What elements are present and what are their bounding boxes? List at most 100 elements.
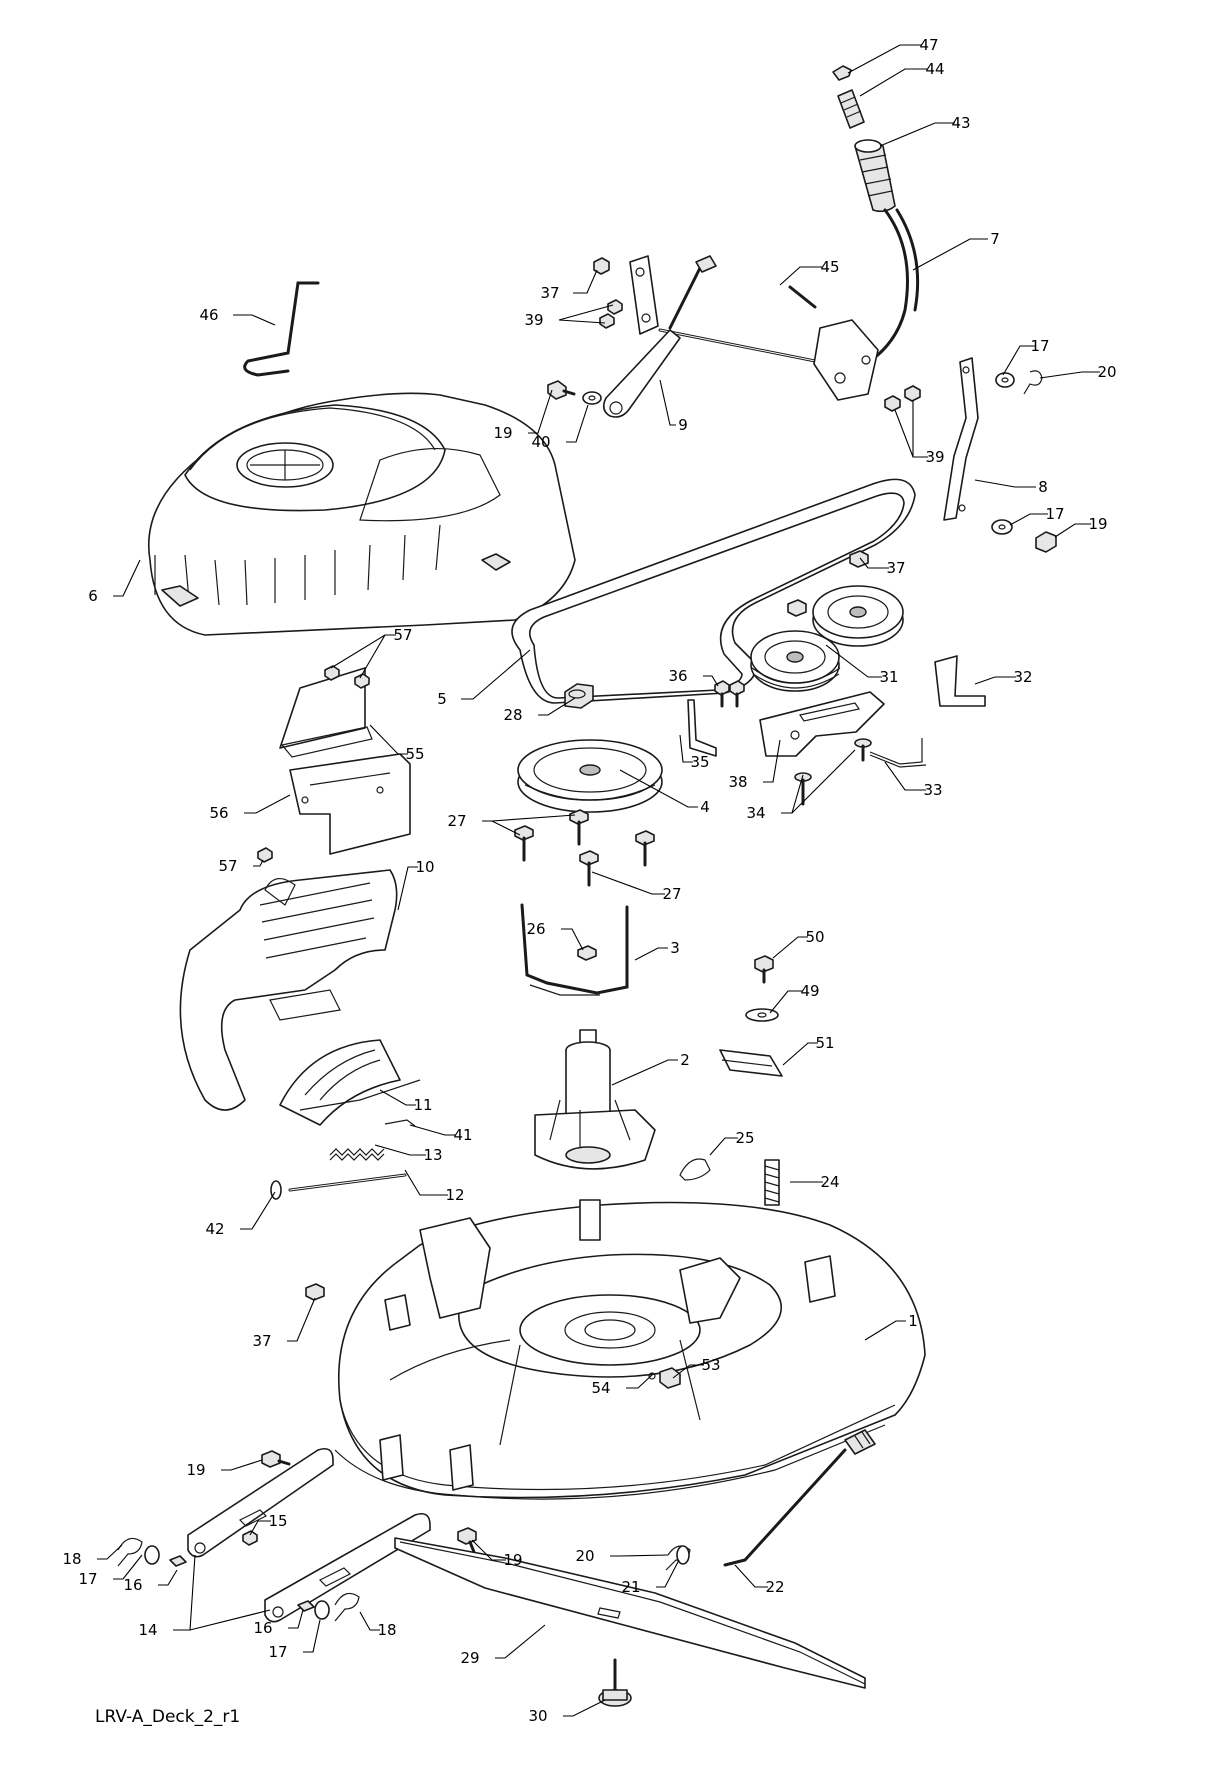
leader-line-43 (879, 122, 955, 147)
part-number-15: 15 (268, 1512, 287, 1530)
part-1-mower-deck (334, 1199, 926, 1500)
part-41-bracket (384, 1119, 416, 1127)
callout-30: 30 (528, 1699, 606, 1725)
lift-shaft-assembly (629, 255, 879, 401)
callout-47: 47 (847, 36, 939, 74)
part-39-bolts-right (884, 385, 921, 412)
part-number-22: 22 (765, 1578, 784, 1596)
part-17-washer-d (314, 1600, 330, 1620)
part-number-38: 38 (728, 773, 747, 791)
part-16-pin-b (297, 1600, 315, 1612)
part-number-12: 12 (445, 1186, 464, 1204)
leader-line-37 (287, 1297, 316, 1342)
part-15-nut (242, 1530, 258, 1546)
leader-line-9 (659, 379, 676, 426)
callout-33: 33 (884, 761, 943, 799)
callout-16: 16 (123, 1569, 178, 1594)
part-10-chute (179, 869, 398, 1111)
part-57-bolts-top (324, 665, 370, 689)
callout-29: 29 (460, 1624, 546, 1667)
part-number-19: 19 (1088, 515, 1107, 533)
leader-line-28 (538, 697, 576, 716)
callout-14: 14 (138, 1554, 271, 1639)
callout-22: 22 (734, 1564, 785, 1596)
part-57-bolt-lower (257, 847, 273, 863)
leader-line-16 (288, 1609, 304, 1629)
callout-17: 17 (78, 1554, 143, 1588)
callout-13: 13 (374, 1144, 443, 1164)
leader-line-19 (528, 389, 553, 434)
leader-line-56 (244, 794, 291, 814)
callout-57: 57 (218, 857, 264, 875)
part-number-57: 57 (218, 857, 237, 875)
callout-26: 26 (526, 920, 584, 951)
part-17-washer-b (991, 519, 1013, 535)
part-number-47: 47 (919, 36, 938, 54)
part-number-3: 3 (670, 939, 680, 957)
callout-1: 1 (864, 1312, 918, 1341)
callout-53: 53 (672, 1356, 721, 1379)
part-19-bolt-b (1035, 531, 1057, 553)
part-number-27: 27 (662, 885, 681, 903)
part-number-19: 19 (503, 1551, 522, 1569)
part-number-57: 57 (393, 626, 412, 644)
leader-line-18 (359, 1611, 380, 1631)
part-44-knob (837, 89, 865, 129)
leader-line-39 (558, 304, 614, 321)
leader-line-4 (619, 769, 698, 808)
callout-54: 54 (591, 1374, 653, 1397)
leader-line-20 (1039, 371, 1100, 379)
part-number-39: 39 (925, 448, 944, 466)
callout-21: 21 (621, 1559, 680, 1596)
part-4-pulley (517, 739, 663, 813)
drawing-id-label: LRV-A_Deck_2_r1 (95, 1707, 241, 1727)
part-30-blade-bolt (598, 1658, 632, 1707)
part-number-50: 50 (805, 928, 824, 946)
callout-35: 35 (679, 734, 710, 771)
callout-49: 49 (769, 982, 820, 1014)
part-number-27: 27 (447, 812, 466, 830)
part-12-rod (288, 1173, 407, 1192)
leader-line-39 (894, 409, 928, 458)
leader-line-47 (847, 44, 922, 74)
callout-46: 46 (199, 306, 276, 326)
callout-41: 41 (409, 1124, 473, 1144)
callout-18: 18 (359, 1611, 397, 1639)
part-55-shield (279, 667, 373, 758)
leader-line-57 (359, 634, 396, 679)
part-number-17: 17 (1030, 337, 1049, 355)
part-45-pin (788, 285, 817, 309)
part-16-pin-a (169, 1555, 187, 1567)
part-number-17: 17 (78, 1570, 97, 1588)
leader-line-21 (656, 1559, 680, 1588)
part-14-arms (187, 1447, 431, 1623)
callout-25: 25 (709, 1129, 755, 1156)
part-number-39: 39 (524, 311, 543, 329)
part-number-8: 8 (1038, 478, 1048, 496)
part-number-31: 31 (879, 668, 898, 686)
callout-17: 17 (268, 1619, 321, 1661)
callout-55: 55 (369, 724, 425, 763)
callout-18: 18 (62, 1544, 123, 1568)
leader-line-57 (330, 634, 396, 669)
part-number-29: 29 (460, 1649, 479, 1667)
part-22-rod (723, 1429, 876, 1567)
callout-37: 37 (540, 269, 598, 302)
callout-27: 27 (591, 871, 682, 903)
callout-8: 8 (974, 478, 1048, 496)
part-number-33: 33 (923, 781, 942, 799)
part-number-9: 9 (678, 416, 688, 434)
part-number-30: 30 (528, 1707, 547, 1725)
leader-line-42 (240, 1191, 276, 1230)
part-number-26: 26 (526, 920, 545, 938)
part-number-25: 25 (735, 1129, 754, 1147)
callout-40: 40 (531, 404, 589, 451)
callout-51: 51 (782, 1034, 835, 1066)
leader-line-3 (634, 947, 668, 961)
leader-line-27 (591, 871, 665, 895)
callout-17: 17 (1009, 505, 1065, 526)
leader-line-15 (249, 1520, 271, 1536)
leader-line-7 (912, 238, 988, 271)
callout-11: 11 (379, 1089, 433, 1114)
part-number-2: 2 (680, 1051, 690, 1069)
